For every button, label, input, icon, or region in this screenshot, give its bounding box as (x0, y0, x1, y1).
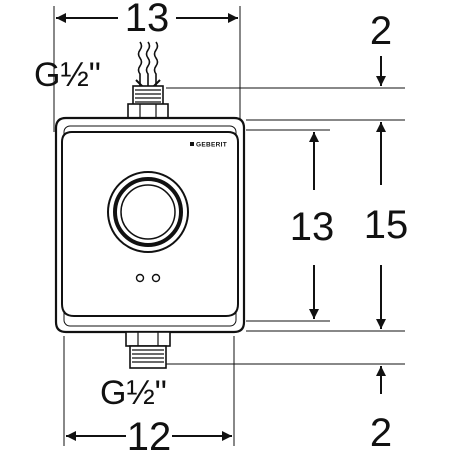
bottom-width-label: 12 (127, 415, 172, 450)
water-flow-icon (135, 41, 161, 94)
brand-label: GEBERIT (196, 142, 227, 149)
total-height-label: 15 (364, 203, 409, 247)
top-offset-label: 2 (370, 9, 392, 53)
extension-lines (53, 6, 405, 446)
inlet-thread-label: G½" (34, 56, 101, 94)
outlet-fitting (125, 331, 171, 369)
dimension-arrows (56, 13, 386, 441)
bottom-offset-label: 2 (370, 411, 392, 450)
geberit-logo: GEBERIT (190, 142, 227, 149)
sensor-button (107, 171, 189, 253)
inner-height-label: 13 (290, 205, 335, 249)
outlet-thread-label: G½" (100, 374, 167, 412)
top-width-label: 13 (125, 0, 170, 40)
indicator-lights (135, 273, 161, 283)
inlet-fitting (127, 85, 169, 119)
